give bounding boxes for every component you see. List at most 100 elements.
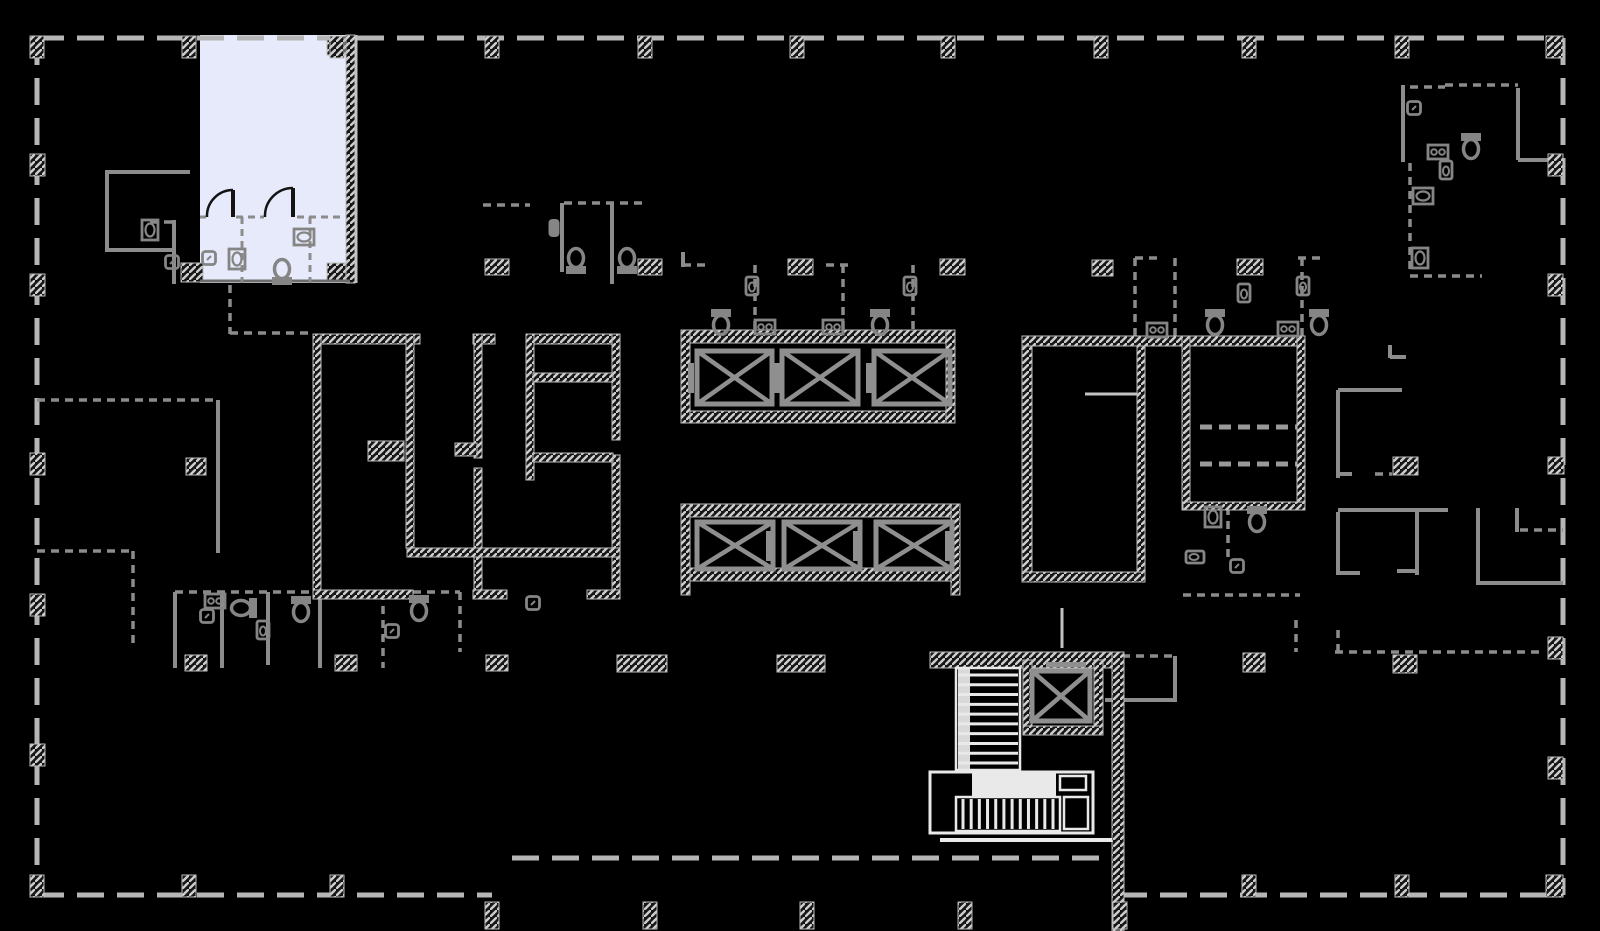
- sink-icon: [1203, 505, 1223, 529]
- column: [637, 35, 653, 59]
- hatched-wall: [611, 454, 621, 600]
- hatched-wall: [525, 333, 535, 481]
- column: [787, 258, 814, 276]
- hatched-wall: [680, 503, 691, 596]
- toilet-icon: [291, 596, 311, 624]
- sink-icon: [292, 227, 316, 247]
- toilet-icon: [1247, 506, 1267, 534]
- hatched-wall: [1296, 335, 1306, 511]
- column: [1392, 654, 1418, 674]
- hatched-wall: [1136, 345, 1146, 583]
- stair-detail-box: [1058, 774, 1088, 792]
- toilet-icon: [566, 246, 586, 274]
- column: [29, 874, 45, 898]
- elevator-door: [866, 363, 872, 393]
- urinal-icon: [744, 275, 760, 297]
- door-swing: [263, 186, 295, 218]
- toilet-icon: [870, 309, 890, 337]
- elevator-car: [1029, 668, 1093, 724]
- hatched-wall: [526, 333, 621, 345]
- elevator-bank: [688, 348, 1093, 724]
- corner-hatch: [326, 262, 347, 283]
- column: [776, 654, 826, 673]
- door-arc: [263, 186, 294, 218]
- hatched-wall: [473, 467, 483, 600]
- floor-drain-icon: [525, 595, 541, 611]
- floor-drain-icon: [1229, 558, 1245, 574]
- double-sink-icon: [1276, 320, 1300, 338]
- urinal-icon: [902, 275, 918, 297]
- column: [181, 35, 197, 59]
- toilet-icon: [229, 598, 257, 618]
- highlight-room-fill: [200, 35, 350, 283]
- column: [1091, 259, 1114, 277]
- stair-core: [928, 666, 1112, 842]
- floor-drain-icon: [1406, 100, 1422, 116]
- column: [484, 258, 510, 276]
- hatched-wall: [1182, 501, 1306, 511]
- column: [1547, 273, 1564, 297]
- urinal-icon: [1438, 159, 1454, 181]
- elevator-car: [779, 348, 861, 407]
- column: [1112, 901, 1128, 930]
- urinal-icon: [1295, 275, 1311, 297]
- double-sink-icon: [1426, 143, 1450, 161]
- plumbing-fixtures: [140, 100, 1481, 641]
- column: [329, 874, 345, 898]
- hatched-wall: [586, 589, 621, 600]
- column: [1547, 756, 1564, 780]
- elevator-door: [853, 531, 859, 561]
- column: [29, 273, 46, 297]
- column: [1547, 456, 1565, 475]
- hatched-wall: [312, 333, 421, 345]
- hatched-wall: [1022, 725, 1104, 736]
- elevator-door: [774, 363, 780, 393]
- hatched-wall: [406, 547, 621, 558]
- elevator-door: [945, 531, 951, 561]
- column: [1093, 35, 1109, 59]
- double-sink-icon: [753, 318, 777, 336]
- column: [29, 593, 46, 617]
- column: [1547, 153, 1564, 177]
- water-heater-icon: [548, 219, 560, 237]
- hatched-wall: [680, 410, 956, 424]
- double-sink-icon: [203, 592, 227, 610]
- floor-drain-icon: [164, 254, 180, 270]
- column: [484, 901, 500, 930]
- corner-hatch: [180, 262, 204, 283]
- column: [334, 654, 358, 672]
- column: [185, 457, 207, 476]
- elevator-car: [694, 348, 775, 407]
- toilet-icon: [409, 595, 429, 623]
- column: [1392, 456, 1419, 476]
- column: [1545, 874, 1564, 898]
- double-sink-icon: [1145, 321, 1169, 339]
- toilet-icon: [617, 246, 637, 274]
- stair-detail-box: [1062, 795, 1090, 831]
- hatched-wall: [680, 503, 961, 518]
- column: [940, 35, 956, 59]
- column: [1394, 35, 1410, 59]
- hatched-wall: [312, 589, 414, 600]
- column: [939, 258, 966, 276]
- hatched-wall: [532, 452, 614, 463]
- elevator-car: [694, 519, 776, 572]
- hatched-wall: [405, 333, 415, 549]
- hatched-wall: [680, 329, 956, 344]
- column: [1241, 35, 1257, 59]
- stair-flight: [954, 666, 1022, 772]
- column: [642, 901, 658, 930]
- column: [329, 35, 345, 59]
- elevator-lintel: [1046, 662, 1086, 667]
- floor-drain-icon: [199, 608, 215, 624]
- sink-icon: [140, 218, 160, 242]
- column: [181, 874, 197, 898]
- hatched-wall: [1181, 335, 1191, 511]
- door-arc: [205, 188, 234, 218]
- highlight-room: [180, 34, 356, 284]
- toilet-icon: [1309, 309, 1329, 337]
- elevator-car: [873, 519, 955, 572]
- elevator-door: [688, 363, 694, 393]
